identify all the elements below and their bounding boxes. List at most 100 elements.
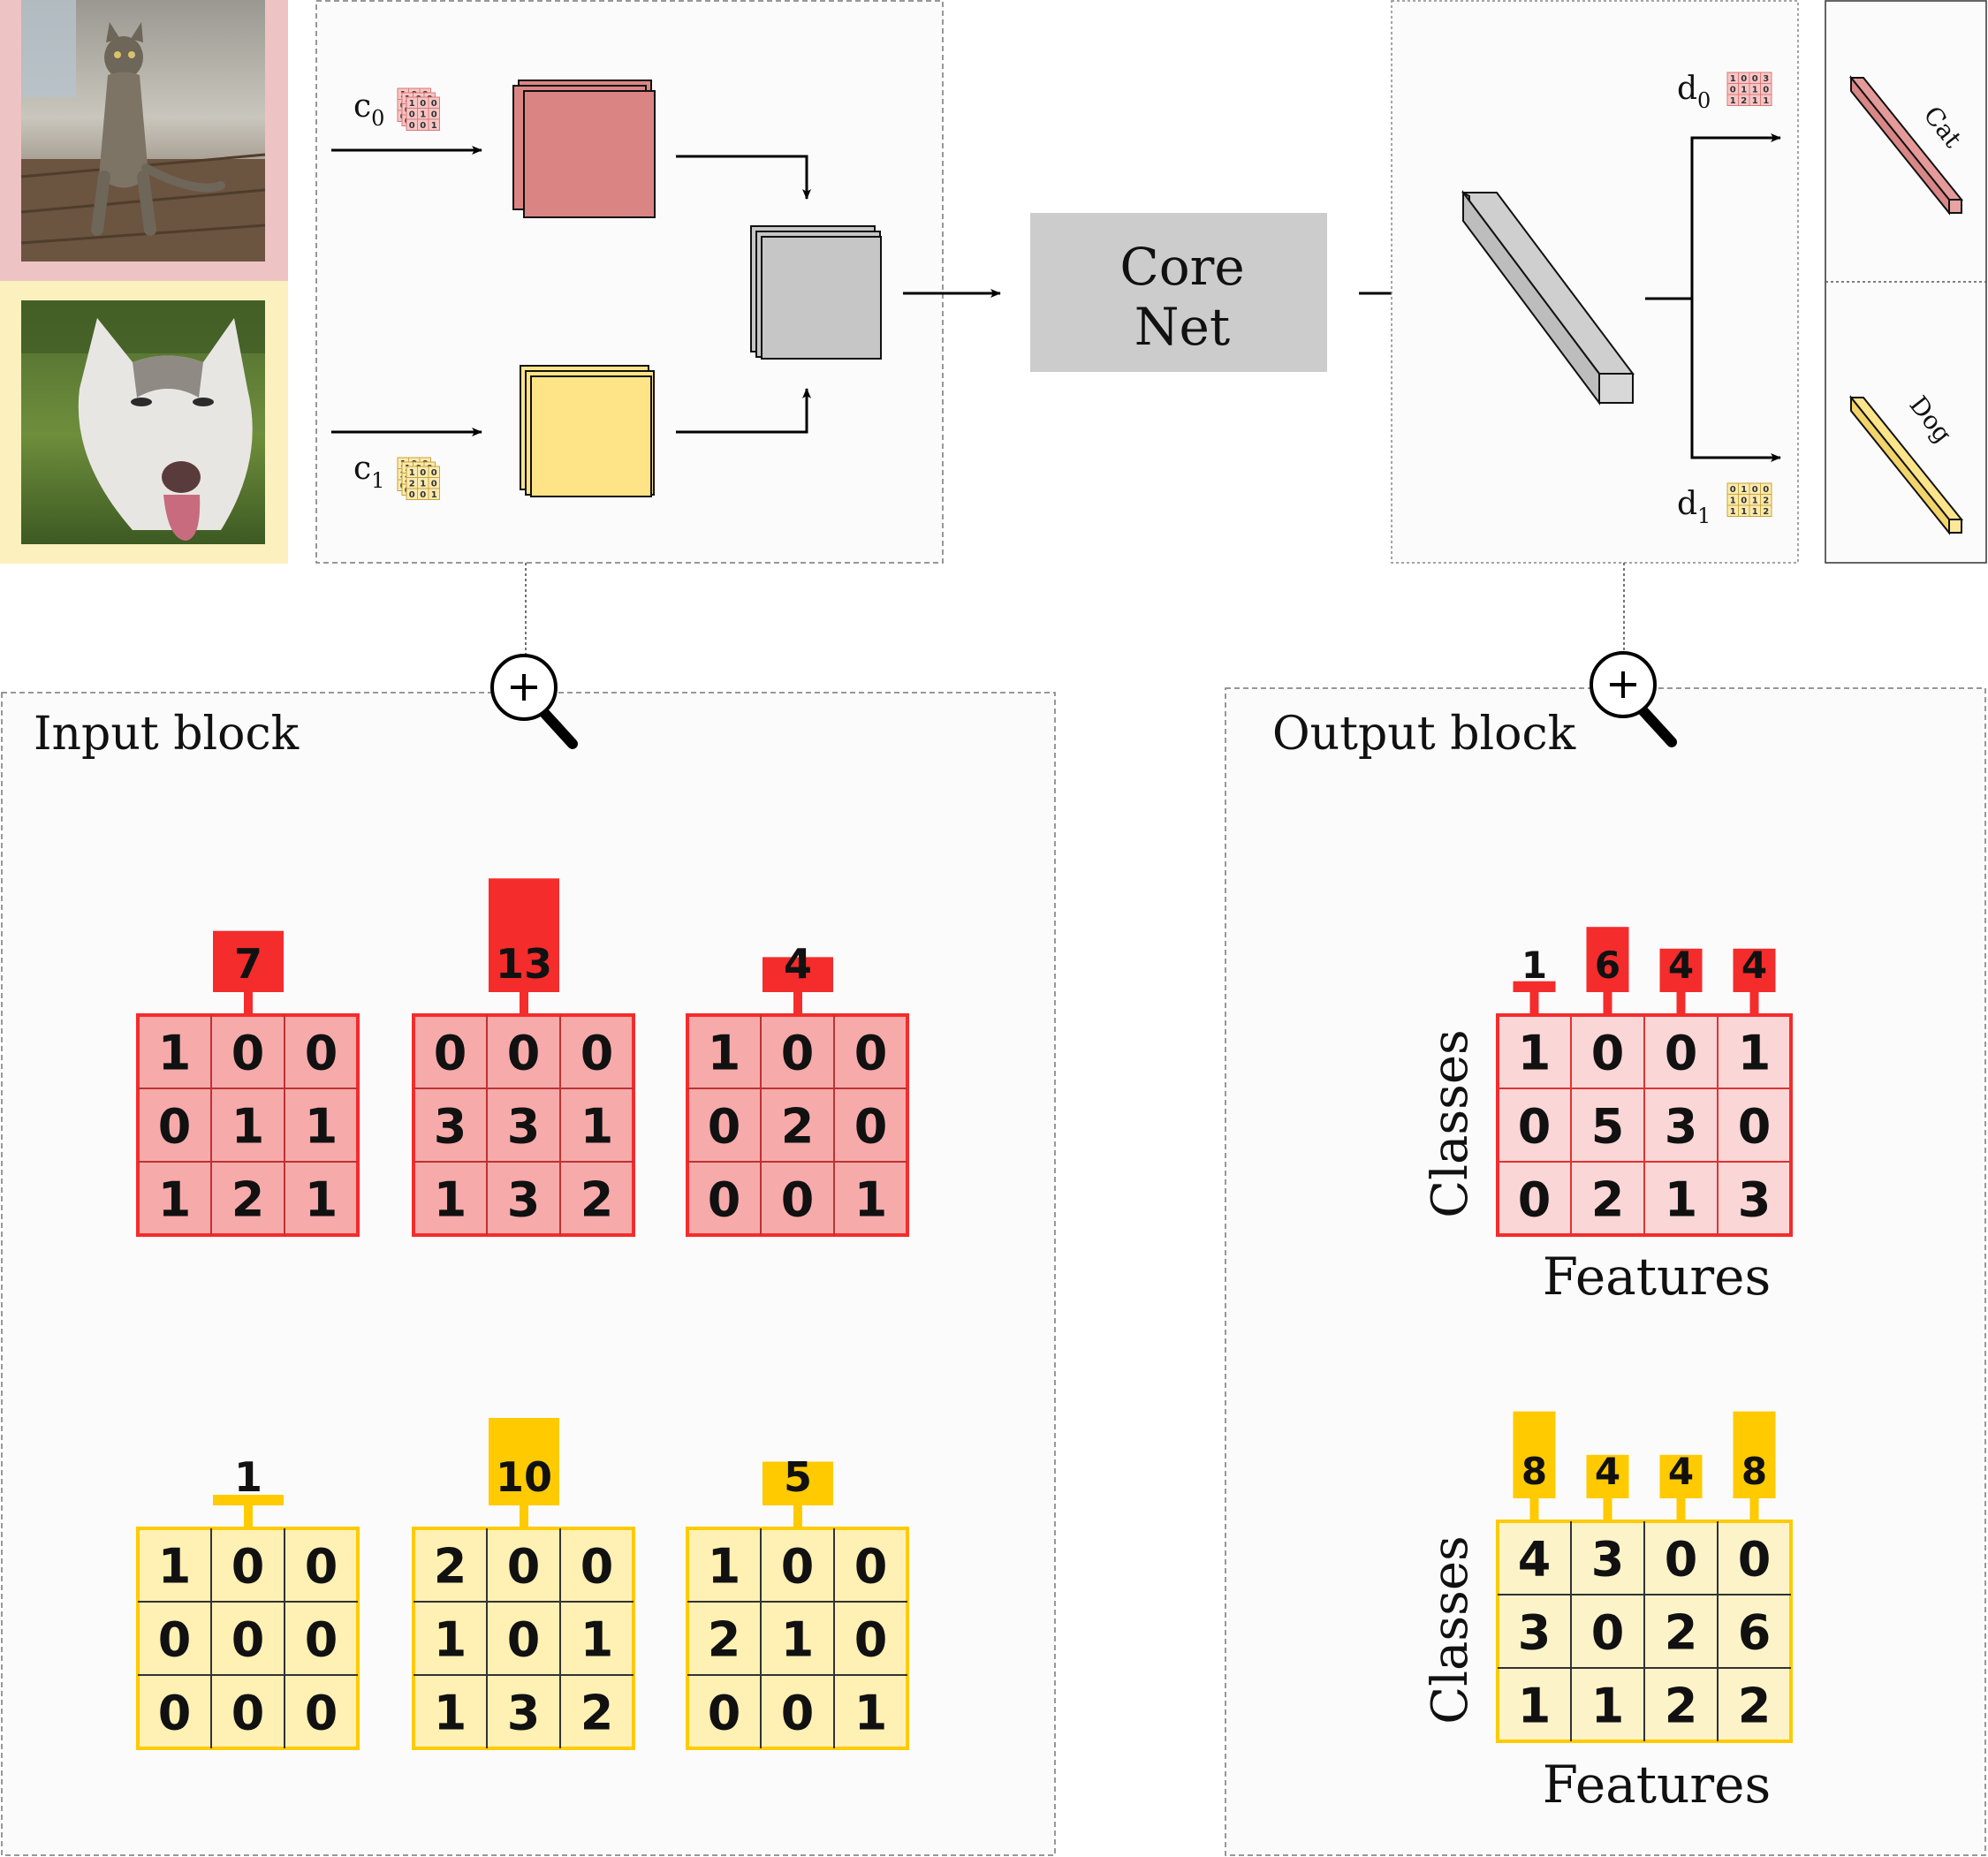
mini-matrix-cell: 0 (420, 99, 426, 109)
matrix-cell: 0 (1665, 1532, 1698, 1588)
matrix-cell: 1 (1518, 1679, 1552, 1734)
matrix-cell: 3 (507, 1172, 541, 1228)
arrow-red-merge (676, 155, 811, 200)
sum-bar-label: 10 (496, 1453, 552, 1501)
matrix-cell: 1 (580, 1612, 614, 1668)
matrix-cell: 1 (434, 1612, 467, 1668)
sum-bar (1733, 948, 1776, 992)
sum-bar (1513, 981, 1556, 992)
matrix-cell: 0 (1591, 1605, 1625, 1661)
matrix-cell: 0 (305, 1026, 338, 1081)
matrix-cell: 1 (854, 1686, 888, 1741)
matrix-cell: 0 (1738, 1099, 1772, 1155)
sum-bar-label: 13 (496, 940, 552, 988)
mini-matrix-cell: 1 (409, 468, 415, 478)
sum-bar (489, 878, 559, 992)
sum-bar-stem (1749, 1498, 1759, 1521)
sum-bar-stem (520, 992, 528, 1015)
matrix-cell: 2 (1665, 1679, 1698, 1734)
matrix-cell: 2 (231, 1172, 265, 1228)
mini-matrix-cell: 1 (1741, 507, 1747, 517)
mini-matrix-cell: 0 (1752, 74, 1758, 84)
matrix-cell: 5 (1591, 1099, 1625, 1155)
matrix-cell: 1 (434, 1172, 467, 1228)
channel-d1-label: d1 (1677, 486, 1711, 528)
sum-bar-stem (1603, 992, 1612, 1015)
matrix-cell: 3 (1591, 1532, 1625, 1588)
sum-bar-stem (1676, 1498, 1686, 1521)
sum-bar-label: 8 (1741, 1450, 1767, 1493)
mini-matrix-cell: 0 (1730, 485, 1736, 495)
matrix-cell: 0 (781, 1026, 815, 1081)
mini-matrix-cell: 0 (1730, 86, 1736, 95)
mini-matrix-cell: 1 (1741, 485, 1747, 495)
matrix-cell: 0 (781, 1686, 815, 1741)
matrix-cell: 0 (708, 1099, 741, 1155)
mini-matrix-cell: 0 (1741, 74, 1747, 84)
sum-bar-stem (520, 1505, 528, 1528)
matrix-cell: 1 (1665, 1172, 1698, 1228)
matrix-cell: 3 (434, 1099, 467, 1155)
mini-matrix-cell-border (428, 118, 440, 131)
matrix-background (686, 1013, 909, 1237)
matrix-cell: 1 (158, 1539, 192, 1595)
mini-matrix-cell: 1 (420, 110, 426, 120)
svg-text:c1: c1 (353, 451, 384, 493)
channel-c1-label: c1 (353, 451, 384, 493)
sum-bar-label: 1 (234, 1453, 262, 1501)
matrix-cell: 0 (1518, 1172, 1552, 1228)
matrix-cell: 1 (854, 1172, 888, 1228)
matrix-cell: 1 (781, 1612, 815, 1668)
output-red-y-label: Classes (1422, 1029, 1479, 1218)
mini-matrix-cell: 2 (1763, 496, 1769, 506)
matrix-cell: 2 (781, 1099, 815, 1155)
matrix-cell: 0 (781, 1172, 815, 1228)
mini-matrix-cell: 0 (1763, 485, 1769, 495)
matrix-cell: 3 (1738, 1172, 1772, 1228)
sum-bar (1659, 1454, 1703, 1498)
mini-matrix-cell: 0 (420, 121, 426, 131)
output-red-x-label: Features (1543, 1247, 1771, 1307)
svg-text:d0: d0 (1677, 71, 1711, 113)
matrix-cell: 3 (1518, 1605, 1552, 1661)
matrix-cell: 0 (305, 1539, 338, 1595)
matrix-cell: 0 (158, 1099, 192, 1155)
mini-matrix-cell: 0 (431, 110, 437, 120)
sum-bar-label: 4 (1595, 1450, 1620, 1493)
mini-matrix-cell: 2 (1763, 507, 1769, 517)
mini-matrix-cell: 1 (1730, 496, 1736, 506)
matrix-cell: 2 (434, 1539, 467, 1595)
matrix-cell: 0 (1738, 1532, 1772, 1588)
matrix-cell: 3 (507, 1686, 541, 1741)
matrix-background (686, 1527, 909, 1750)
core-net-label-line-1: Core (1119, 237, 1244, 297)
mini-matrix-cell: 2 (409, 480, 415, 489)
mini-matrix-cell: 1 (431, 490, 437, 500)
matrix-cell: 0 (158, 1612, 192, 1668)
mini-matrix-cell: 0 (431, 480, 437, 489)
svg-text:d1: d1 (1677, 486, 1711, 528)
sum-bar-stem (1529, 1498, 1539, 1521)
c0-mini-matrix-stack: 100010001100010001100010001 (397, 87, 440, 131)
matrix-cell: 1 (434, 1686, 467, 1741)
matrix-cell: 1 (708, 1539, 741, 1595)
mini-matrix-cell: 1 (1741, 86, 1747, 95)
mini-matrix-cell: 0 (431, 99, 437, 109)
sum-bar-label: 7 (234, 940, 262, 988)
matrix-cell: 1 (305, 1099, 338, 1155)
arrow-to-d1 (1690, 299, 1781, 462)
sum-bar (213, 1495, 284, 1505)
matrix-cell: 0 (708, 1172, 741, 1228)
sum-bar-stem (1749, 992, 1759, 1015)
matrix-cell: 1 (1591, 1679, 1625, 1734)
